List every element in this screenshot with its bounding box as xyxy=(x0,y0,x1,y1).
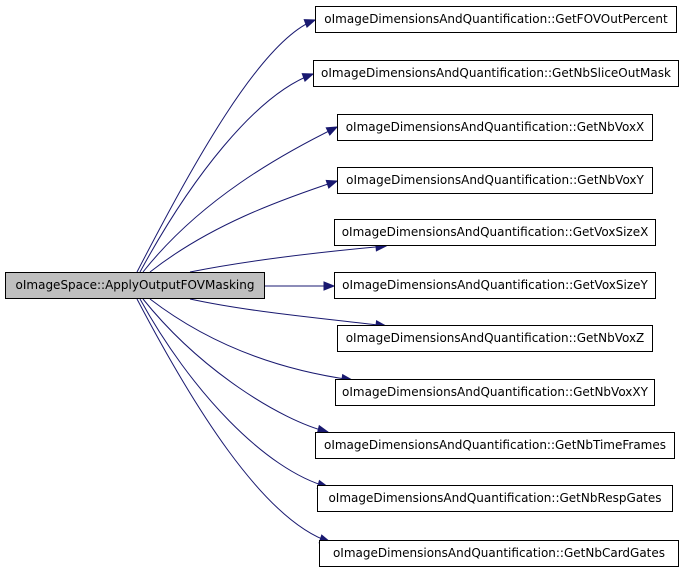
call-edge-0 xyxy=(136,19,316,273)
callee-node-get-fov-out-percent[interactable]: oImageDimensionsAndQuantification::GetFO… xyxy=(315,6,677,33)
call-edge-2 xyxy=(142,126,338,273)
callee-node-get-nb-resp-gates[interactable]: oImageDimensionsAndQuantification::GetNb… xyxy=(317,485,673,512)
arrowhead-3 xyxy=(325,179,339,189)
arrowhead-2 xyxy=(325,126,339,136)
callee-node-get-nb-vox-x[interactable]: oImageDimensionsAndQuantification::GetNb… xyxy=(337,114,653,141)
call-edge-3 xyxy=(149,180,338,273)
callee-node-get-nb-vox-z[interactable]: oImageDimensionsAndQuantification::GetNb… xyxy=(337,325,653,352)
call-edge-1 xyxy=(139,73,314,273)
callee-node-get-nb-vox-xy[interactable]: oImageDimensionsAndQuantification::GetNb… xyxy=(335,379,655,406)
callee-node-get-nb-card-gates[interactable]: oImageDimensionsAndQuantification::GetNb… xyxy=(319,540,679,567)
callee-node-get-vox-size-x[interactable]: oImageDimensionsAndQuantification::GetVo… xyxy=(334,219,656,246)
arrowhead-0 xyxy=(303,19,317,29)
call-edge-4 xyxy=(189,245,387,273)
callee-node-get-nb-slice-out-mask[interactable]: oImageDimensionsAndQuantification::GetNb… xyxy=(313,60,679,87)
call-edge-9 xyxy=(139,298,329,488)
call-edge-8 xyxy=(142,298,329,433)
arrowhead-5 xyxy=(323,281,336,291)
call-edge-6 xyxy=(189,298,387,327)
root-node[interactable]: oImageSpace::ApplyOutputFOVMasking xyxy=(5,272,265,299)
arrowhead-1 xyxy=(301,73,315,83)
callee-node-get-nb-time-frames[interactable]: oImageDimensionsAndQuantification::GetNb… xyxy=(315,432,675,459)
callee-node-get-vox-size-y[interactable]: oImageDimensionsAndQuantification::GetVo… xyxy=(334,272,656,299)
call-edge-10 xyxy=(136,298,331,543)
callee-node-get-nb-vox-y[interactable]: oImageDimensionsAndQuantification::GetNb… xyxy=(337,167,653,194)
call-edge-7 xyxy=(149,298,353,381)
